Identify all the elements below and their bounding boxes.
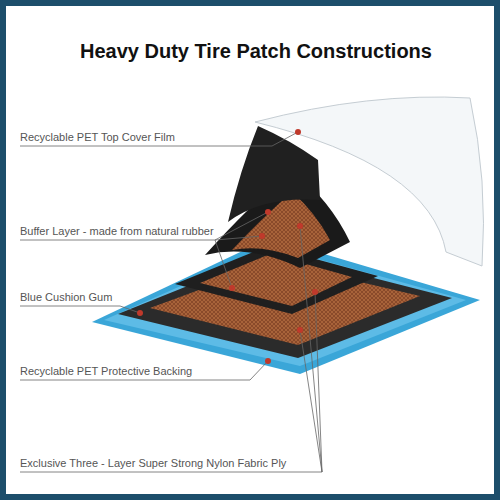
callout-dots (137, 129, 318, 364)
leader-lines (20, 132, 322, 472)
callout-label: Buffer Layer - made from natural rubber (20, 225, 214, 238)
diagram-title: Heavy Duty Tire Patch Constructions (6, 40, 500, 63)
callout-label: Blue Cushion Gum (20, 291, 112, 304)
cover-film (255, 97, 484, 266)
callout-label: Exclusive Three - Layer Super Strong Nyl… (20, 457, 286, 470)
callout-label: Recyclable PET Top Cover Film (20, 131, 175, 144)
frame-border (3, 3, 497, 497)
buffer-sheet (228, 126, 320, 222)
backing-sheet-inner (104, 246, 466, 366)
callout-label: Recyclable PET Protective Backing (20, 365, 192, 378)
